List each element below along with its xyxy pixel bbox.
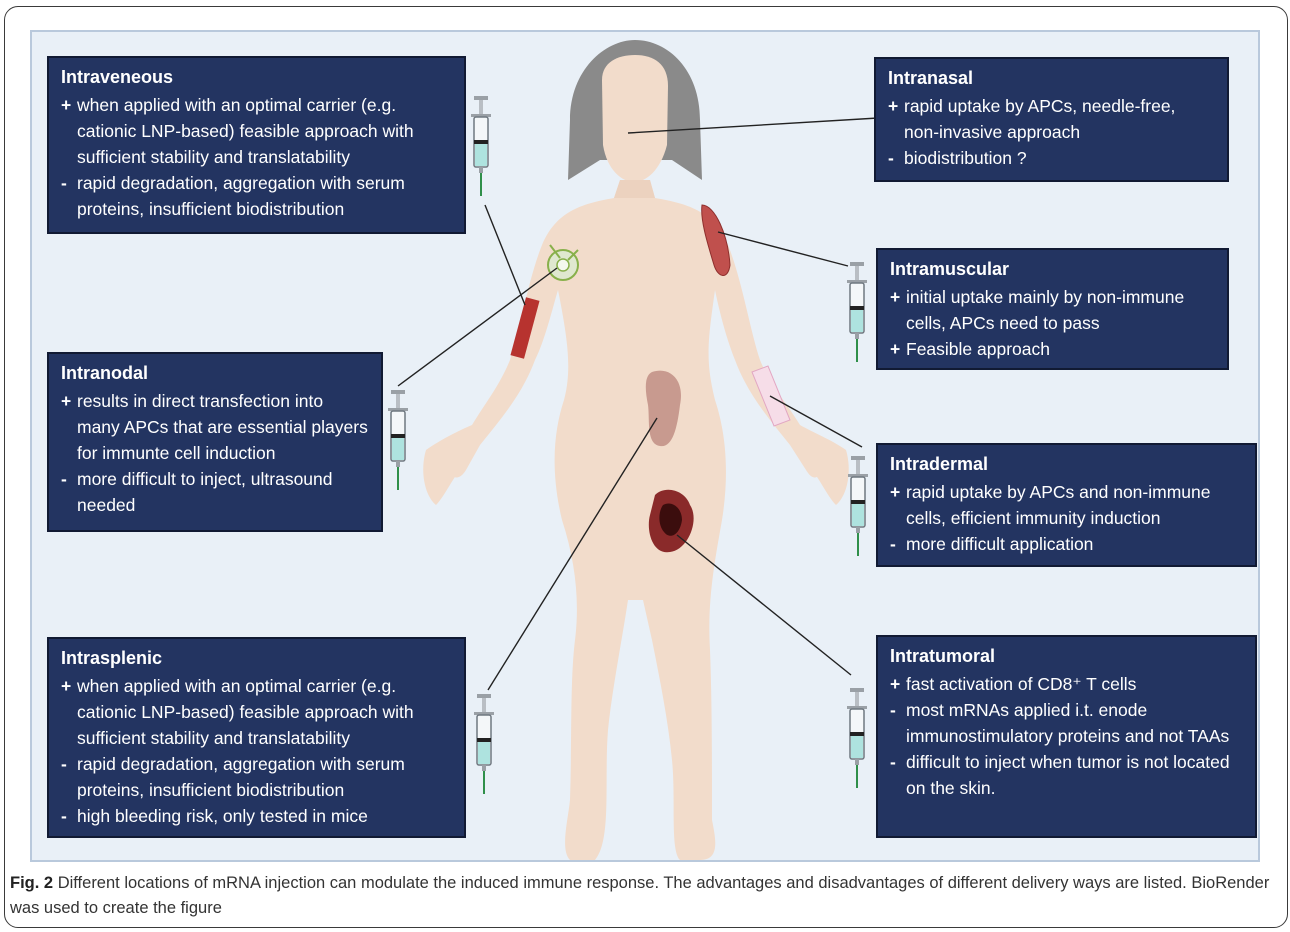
disadvantage-item: -most mRNAs applied i.t. enode immunosti… [890, 697, 1243, 749]
syringe-icon [388, 390, 408, 490]
caption-text: Different locations of mRNA injection ca… [10, 874, 1269, 917]
box-title: Intranodal [61, 362, 369, 384]
intramuscular-connector [718, 232, 848, 266]
disadvantage-item: -high bleeding risk, only tested in mice [61, 803, 452, 829]
torso-shape [450, 180, 822, 860]
intravenous-connector [485, 205, 525, 305]
syringe-icon [471, 96, 491, 196]
intravenous-box: Intraveneous +when applied with an optim… [47, 56, 466, 234]
advantage-item: +rapid uptake by APCs, needle-free, non-… [888, 93, 1215, 145]
advantage-item: +initial uptake mainly by non-immune cel… [890, 284, 1215, 336]
box-title: Intraveneous [61, 66, 452, 88]
intrasplenic-box: Intrasplenic +when applied with an optim… [47, 637, 466, 838]
intradermal-box: Intradermal +rapid uptake by APCs and no… [876, 443, 1257, 567]
intranodal-box: Intranodal +results in direct transfecti… [47, 352, 383, 532]
box-title: Intranasal [888, 67, 1215, 89]
disadvantage-item: -biodistribution ? [888, 145, 1215, 171]
disadvantage-item: -more difficult application [890, 531, 1243, 557]
head-shape [602, 55, 668, 182]
caption-label: Fig. 2 [10, 874, 53, 892]
advantage-item: +when applied with an optimal carrier (e… [61, 673, 452, 751]
advantage-item: +fast activation of CD8⁺ T cells [890, 671, 1243, 697]
syringe-icon [848, 456, 868, 556]
box-title: Intratumoral [890, 645, 1243, 667]
disadvantage-item: -difficult to inject when tumor is not l… [890, 749, 1243, 801]
syringe-icon [847, 688, 867, 788]
advantage-item: +rapid uptake by APCs and non-immune cel… [890, 479, 1243, 531]
intramuscular-box: Intramuscular +initial uptake mainly by … [876, 248, 1229, 370]
disadvantage-item: -rapid degradation, aggregation with ser… [61, 170, 452, 222]
syringe-icon [847, 262, 867, 362]
disadvantage-item: -rapid degradation, aggregation with ser… [61, 751, 452, 803]
box-title: Intrasplenic [61, 647, 452, 669]
intranasal-box: Intranasal +rapid uptake by APCs, needle… [874, 57, 1229, 182]
box-title: Intradermal [890, 453, 1243, 475]
advantage-item: +when applied with an optimal carrier (e… [61, 92, 452, 170]
intratumoral-box: Intratumoral +fast activation of CD8⁺ T … [876, 635, 1257, 838]
disadvantage-item: -more difficult to inject, ultrasound ne… [61, 466, 369, 518]
advantage-item: +Feasible approach [890, 336, 1215, 362]
figure-caption: Fig. 2 Different locations of mRNA injec… [10, 871, 1280, 921]
box-title: Intramuscular [890, 258, 1215, 280]
syringe-icon [474, 694, 494, 794]
advantage-item: +results in direct transfection into man… [61, 388, 369, 466]
